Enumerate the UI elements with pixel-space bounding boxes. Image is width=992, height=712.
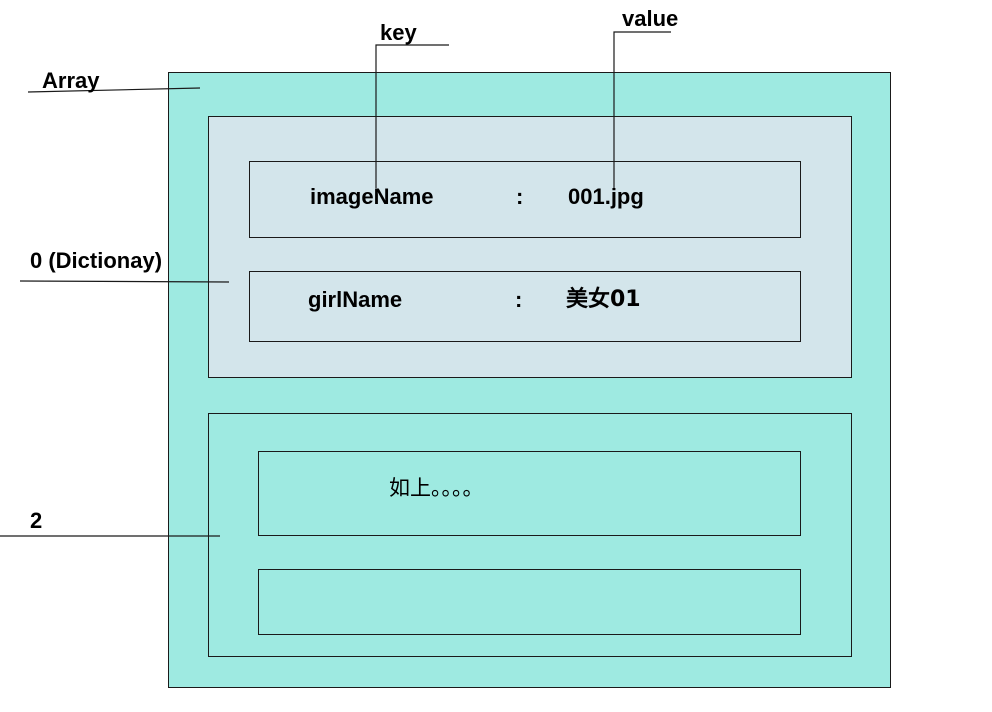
value-leader-line xyxy=(613,31,671,188)
ditto-text: 如上。。。。 xyxy=(389,476,484,500)
image-name-pair-box xyxy=(249,161,801,238)
girl-name-value: 美女01 xyxy=(566,287,641,312)
girl-name-pair-box xyxy=(249,271,801,342)
array-label: Array xyxy=(42,68,100,93)
image-name-key: imageName xyxy=(310,184,434,209)
dictionary-2-row-2 xyxy=(258,569,801,635)
girl-name-key: girlName xyxy=(308,287,403,312)
image-name-separator: : xyxy=(516,184,524,209)
key-leader-line xyxy=(375,44,449,188)
girl-name-separator: : xyxy=(515,287,523,312)
dict2-label: 2 xyxy=(30,508,43,533)
array-leader-line xyxy=(27,87,201,93)
dict0-label: 0 (Dictionay) xyxy=(30,248,163,273)
image-name-value: 001.jpg xyxy=(568,184,644,209)
value-label: value xyxy=(622,6,679,31)
key-label: key xyxy=(380,20,417,45)
dictionary-2-container xyxy=(208,413,852,657)
dict0-leader-line xyxy=(19,280,230,283)
dictionary-2-row-1 xyxy=(258,451,801,536)
